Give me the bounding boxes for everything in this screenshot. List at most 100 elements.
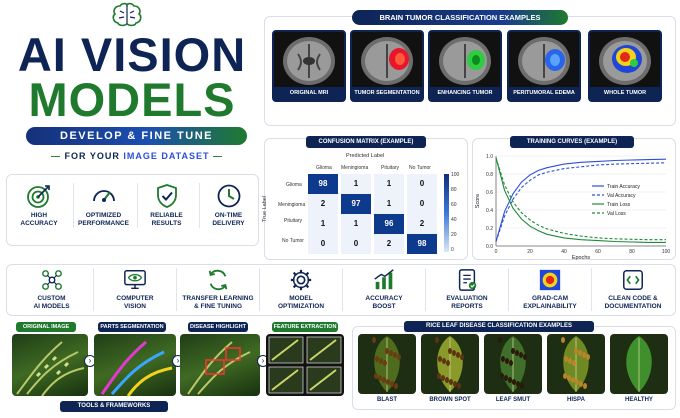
confusion-cell: 97: [341, 194, 371, 214]
row-label: No Tumor: [282, 238, 304, 244]
confusion-cell: 0: [341, 234, 371, 254]
row-label: Glioma: [286, 182, 302, 188]
pipeline-step-label: PARTS SEGMENTATION: [98, 322, 166, 332]
speedometer-icon: [92, 190, 115, 202]
rice-leaf-healthy: [610, 334, 668, 394]
report-icon: [458, 269, 477, 291]
service-label: COMPUTER: [116, 295, 154, 302]
hero-title-line2: MODELS: [28, 73, 236, 126]
series-line-train-loss: [495, 157, 666, 243]
confusion-colorbar: [444, 174, 449, 252]
rice-leaf-blast: [358, 334, 416, 394]
rice-leaf-leaf-smut: [484, 334, 542, 394]
mri-caption: TUMOR SEGMENTATION: [352, 87, 422, 100]
service-label: REPORTS: [451, 303, 483, 310]
hero-banner: DEVELOP & FINE TUNE: [26, 127, 247, 145]
x-tick-label: 20: [527, 249, 533, 255]
service-transfer-learning-fine-tuning: TRANSFER LEARNING& FINE TUNING: [176, 268, 259, 311]
series-line-train-accuracy: [495, 158, 667, 242]
colorbar-tick: 0: [451, 247, 454, 253]
rice-leaf-caption: BLAST: [377, 397, 397, 403]
x-tick-label: 40: [561, 249, 567, 255]
x-tick-label: 100: [662, 249, 671, 255]
pipeline-step-label: ORIGINAL IMAGE: [16, 322, 76, 332]
colorbar-tick: 40: [451, 217, 457, 223]
service-label: GRAD-CAM: [531, 295, 569, 302]
y-tick-label: 0.6: [486, 190, 493, 196]
service-label: TRANSFER LEARNING: [182, 295, 254, 302]
service-label: BOOST: [372, 303, 396, 310]
y-axis-label: Score: [475, 194, 481, 208]
legend-label: Val Accuracy: [607, 193, 636, 199]
colorbar-tick: 100: [451, 172, 460, 178]
benefit-label: RELIABLE: [150, 212, 183, 219]
mri-whole-tumor: WHOLE TUMOR: [588, 30, 662, 102]
service-label: CUSTOM: [37, 295, 66, 302]
service-clean-code-documentation: CLEAN CODE &DOCUMENTATION: [591, 268, 674, 311]
confusion-cell: 1: [308, 214, 338, 234]
y-tick-label: 0.0: [486, 244, 493, 250]
x-tick-label: 60: [595, 249, 601, 255]
neural-network-icon: [41, 270, 62, 290]
hero-title-line1: AI VISION: [17, 28, 247, 81]
services-panel: [6, 264, 676, 316]
confusion-cell: 96: [374, 214, 404, 234]
y-tick-label: 1.0: [486, 154, 493, 160]
mri-caption: WHOLE TUMOR: [590, 87, 660, 100]
confusion-cell: 1: [341, 214, 371, 234]
confusion-cell: 2: [308, 194, 338, 214]
colorbar-tick: 20: [451, 232, 457, 238]
chevron-right-icon: ›: [84, 355, 96, 367]
legend-label: Val Loss: [607, 211, 626, 217]
mri-tumor-segmentation: TUMOR SEGMENTATION: [350, 30, 424, 102]
service-label: OPTIMIZATION: [277, 303, 325, 310]
shield-check-icon: [156, 184, 177, 208]
series-line-val-loss: [495, 157, 666, 241]
benefit-on-time-delivery: ON-TIME DELIVERY: [199, 183, 257, 228]
benefit-label: RESULTS: [151, 220, 182, 227]
service-label: CLEAN CODE &: [608, 295, 658, 302]
x-tick-label: 80: [629, 249, 635, 255]
confusion-cell: 0: [407, 174, 437, 194]
confusion-cell: 1: [374, 194, 404, 214]
benefit-label: HIGH: [30, 212, 48, 219]
rice-leaf-caption: LEAF SMUT: [495, 397, 531, 403]
rice-leaf-hispa: [547, 334, 605, 394]
service-label: VISION: [123, 303, 147, 310]
service-label: ACCURACY: [365, 295, 403, 302]
col-label: No Tumor: [409, 165, 431, 171]
confusion-y-title: True Label: [262, 195, 269, 223]
tools-heading: TOOLS & FRAMEWORKS: [60, 401, 168, 412]
confusion-heading: CONFUSION MATRIX (EXAMPLE): [306, 136, 426, 148]
benefit-label: PERFORMANCE: [78, 220, 129, 227]
mri-caption: ORIGINAL MRI: [274, 87, 344, 100]
pipeline-image-disease: [180, 334, 260, 396]
y-tick-label: 0.8: [486, 172, 493, 178]
service-label: EXPLAINABILITY: [523, 303, 577, 310]
mri-enhancing-tumor: ENHANCING TUMOR: [428, 30, 502, 102]
hero-subtitle: — FOR YOUR IMAGE DATASET —: [50, 151, 224, 161]
confusion-cell: 98: [308, 174, 338, 194]
clock-icon: [217, 184, 240, 208]
service-label: EVALUATION: [446, 295, 488, 302]
benefit-reliable-results: RELIABLE RESULTS: [137, 183, 195, 228]
brain-circuit-icon: [112, 2, 142, 27]
rice-leaf-caption: HEALTHY: [625, 397, 653, 403]
benefit-label: ON-TIME: [214, 212, 243, 219]
brain-heading: BRAIN TUMOR CLASSIFICATION EXAMPLES: [352, 10, 568, 25]
benefit-high-accuracy: HIGH ACCURACY: [11, 183, 67, 228]
x-axis-label: Epochs: [572, 255, 591, 260]
rice-leaf-brown-spot: [421, 334, 479, 394]
service-label: AI MODELS: [33, 303, 70, 310]
colorbar-tick: 60: [451, 202, 457, 208]
pipeline-image-original: [12, 334, 88, 396]
confusion-x-title: Predicted Label: [346, 153, 385, 159]
pipeline-image-segmentation: [94, 334, 176, 396]
heatmap-icon: [539, 269, 561, 291]
